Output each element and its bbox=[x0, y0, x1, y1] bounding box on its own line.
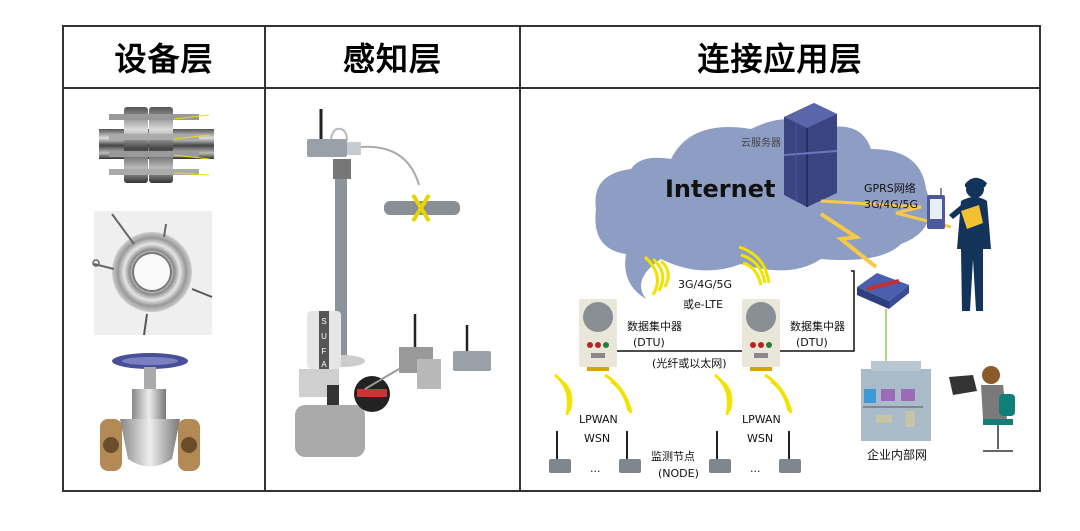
lpwan-left-line2: WSN bbox=[584, 432, 611, 445]
lpwan-right-line1: LPWAN bbox=[742, 413, 781, 426]
svg-text:S: S bbox=[321, 317, 326, 326]
cloud-server-label: 云服务器 bbox=[741, 138, 781, 149]
device-layer-images bbox=[92, 107, 214, 471]
internet-label: Internet bbox=[665, 175, 776, 203]
header-sensing-layer: 感知层 bbox=[342, 40, 442, 78]
lpwan-right-line2: WSN bbox=[747, 432, 774, 445]
lpwan-left-line1: LPWAN bbox=[579, 413, 618, 426]
header-connection-app-layer: 连接应用层 bbox=[697, 40, 863, 78]
dtu-right-icon bbox=[742, 299, 780, 371]
uplink-label-line1: 3G/4G/5G bbox=[678, 278, 732, 291]
gate-valve-image bbox=[100, 353, 200, 471]
node-label-line2: (NODE) bbox=[658, 467, 699, 480]
network-diagram bbox=[549, 103, 1015, 473]
svg-text:U: U bbox=[321, 332, 327, 341]
pole-mounted-sensor-image bbox=[307, 109, 460, 367]
node-label-line1: 监测节点 bbox=[651, 450, 695, 463]
column-divider bbox=[264, 27, 266, 490]
svg-text:A: A bbox=[321, 360, 327, 369]
dtu-right-label-line2: (DTU) bbox=[796, 336, 828, 349]
sensing-layer-images: S U F A bbox=[295, 109, 491, 457]
dtu-left-icon bbox=[579, 299, 617, 371]
gasket-ring-image bbox=[92, 211, 213, 336]
svg-text:F: F bbox=[322, 347, 327, 356]
enterprise-network-label: 企业内部网 bbox=[867, 448, 928, 462]
node-ellipsis-left: ··· bbox=[590, 465, 601, 478]
dtu-right-label-line1: 数据集中器 bbox=[790, 320, 845, 333]
layer-table: 设备层 感知层 连接应用层 bbox=[62, 25, 1041, 492]
control-valve-assembly-image: S U F A bbox=[295, 311, 491, 457]
header-device-layer: 设备层 bbox=[114, 40, 214, 78]
lightning-icon bbox=[820, 199, 952, 229]
office-worker-icon bbox=[949, 366, 1015, 452]
sensor-node-icons bbox=[549, 431, 801, 473]
dtu-left-label-line2: (DTU) bbox=[633, 336, 665, 349]
handheld-terminal-icon bbox=[927, 188, 945, 229]
ethernet-cable bbox=[771, 270, 855, 352]
gprs-label-line1: GPRS网络 bbox=[864, 182, 916, 195]
cloud-server-icon bbox=[783, 103, 838, 207]
gprs-label-line2: 3G/4G/5G bbox=[864, 198, 918, 211]
field-worker-icon bbox=[949, 177, 991, 311]
node-ellipsis-right: ··· bbox=[750, 465, 761, 478]
dtu-link-label: (光纤或以太网) bbox=[652, 357, 727, 370]
enterprise-network-building-icon bbox=[861, 361, 931, 441]
header-divider bbox=[64, 87, 1039, 89]
internet-cloud bbox=[595, 119, 931, 299]
router-icon bbox=[857, 273, 909, 309]
column-divider bbox=[519, 27, 521, 490]
wireless-signal-icons bbox=[554, 245, 793, 416]
dtu-left-label-line1: 数据集中器 bbox=[627, 320, 682, 333]
uplink-label-line2: 或e-LTE bbox=[683, 298, 724, 311]
lightning-icon bbox=[819, 212, 878, 269]
flange-joint-image bbox=[99, 107, 214, 183]
